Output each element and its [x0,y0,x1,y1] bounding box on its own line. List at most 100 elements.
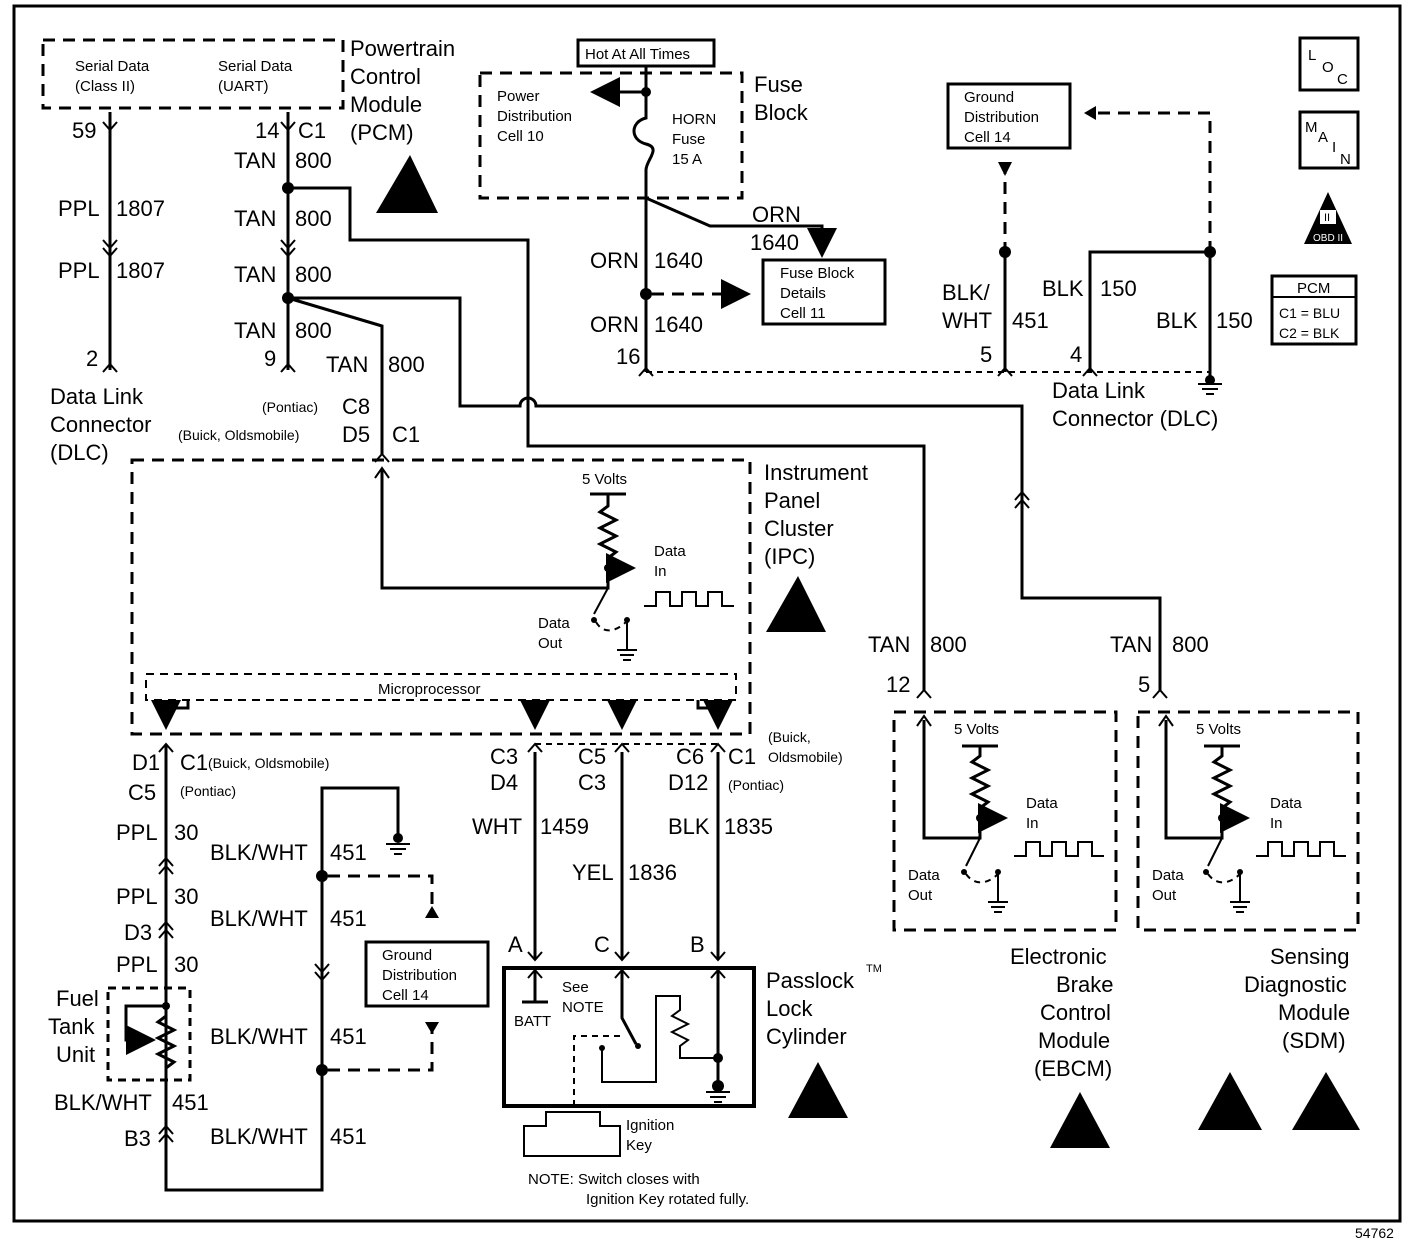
svg-text:C1 = BLU: C1 = BLU [1279,305,1340,321]
svg-text:BLK/: BLK/ [942,280,991,305]
svg-text:Ignition: Ignition [626,1117,674,1134]
svg-text:HORN: HORN [672,111,716,128]
pcm-connector-legend: PCM C1 = BLU C2 = BLK [1270,274,1358,346]
svg-text:D5: D5 [342,422,370,447]
wire-tan-800: TAN 800 TAN 800 TAN 800 TAN 800 9 TAN 80… [234,112,1162,690]
svg-text:Data: Data [538,615,570,632]
svg-text:Brake: Brake [1056,972,1113,997]
svg-text:Block: Block [754,100,809,125]
passlock-module: BATT See NOTE Passlock TM Lock Cylinder … [502,963,882,1208]
svg-text:1836: 1836 [628,860,677,885]
svg-text:Control: Control [350,64,421,89]
svg-text:BATT: BATT [514,1013,551,1030]
svg-text:451: 451 [330,1024,367,1049]
svg-text:Unit: Unit [56,1042,95,1067]
svg-text:C1: C1 [392,422,420,447]
svg-text:C1: C1 [298,118,326,143]
svg-text:1807: 1807 [116,196,165,221]
svg-text:Oldsmobile): Oldsmobile) [768,749,843,765]
svg-text:Tank: Tank [48,1014,95,1039]
svg-text:1835: 1835 [724,814,773,839]
esd-icon [376,155,438,213]
svg-text:TAN: TAN [234,148,276,173]
svg-text:16: 16 [616,344,640,369]
svg-text:Sensing: Sensing [1270,944,1350,969]
svg-text:Data: Data [908,867,940,884]
svg-text:N: N [1340,151,1351,168]
svg-text:D3: D3 [124,920,152,945]
svg-text:C8: C8 [342,394,370,419]
main-icon[interactable]: M A I N [1298,110,1360,170]
svg-text:30: 30 [174,952,198,977]
svg-text:(Buick, Oldsmobile): (Buick, Oldsmobile) [208,755,329,771]
svg-text:Distribution: Distribution [497,108,572,125]
svg-text:Fuse Block: Fuse Block [780,265,855,282]
pcm-serial-class2: Serial Data [75,58,150,75]
svg-text:1640: 1640 [654,312,703,337]
svg-text:5: 5 [980,342,992,367]
svg-text:TAN: TAN [234,206,276,231]
svg-text:D12: D12 [668,770,708,795]
svg-text:C6: C6 [676,744,704,769]
svg-text:C5: C5 [128,780,156,805]
svg-text:O: O [1322,59,1334,76]
svg-text:Panel: Panel [764,488,820,513]
svg-text:Cell 14: Cell 14 [382,987,429,1004]
svg-text:(Pontiac): (Pontiac) [262,399,318,415]
svg-text:Module: Module [350,92,422,117]
dlc-left: Data Link Connector (DLC) [50,384,152,465]
svg-text:TAN: TAN [1110,632,1152,657]
svg-text:BLK/WHT: BLK/WHT [210,1024,308,1049]
svg-text:5 Volts: 5 Volts [954,721,999,738]
fuse-block: Hot At All Times Power Distribution Cell… [478,38,887,372]
svg-text:L: L [1308,47,1316,64]
svg-text:BLK: BLK [1156,308,1198,333]
svg-text:C5: C5 [578,744,606,769]
svg-text:15 A: 15 A [672,151,702,168]
svg-text:C1: C1 [728,744,756,769]
svg-text:PPL: PPL [116,884,158,909]
svg-text:OBD II: OBD II [1313,233,1343,244]
svg-text:C1: C1 [180,750,208,775]
svg-text:A: A [508,932,523,957]
diagram-border [12,4,1402,1223]
svg-text:1459: 1459 [540,814,589,839]
obd-ii-icon: II OBD II [1304,192,1352,244]
svg-text:5 Volts: 5 Volts [582,471,627,488]
svg-text:ORN: ORN [752,202,801,227]
svg-text:5 Volts: 5 Volts [1196,721,1241,738]
svg-text:Electronic: Electronic [1010,944,1107,969]
svg-text:(PCM): (PCM) [350,120,414,145]
airbag-warning-icon [1292,1072,1360,1130]
svg-text:Out: Out [908,887,933,904]
svg-text:See: See [562,979,589,996]
pcm-serial-uart: Serial Data [218,58,293,75]
svg-text:TAN: TAN [234,318,276,343]
svg-text:Ignition Key rotated fully.: Ignition Key rotated fully. [586,1191,749,1208]
lower-left-wiring: D1 C1 (Buick, Oldsmobile) C5 (Pontiac) P… [48,742,490,1192]
svg-text:TAN: TAN [868,632,910,657]
svg-text:Data: Data [654,543,686,560]
svg-text:In: In [1270,815,1283,832]
svg-text:Fuel: Fuel [56,986,99,1011]
svg-text:A: A [1318,129,1328,146]
svg-text:59: 59 [72,118,96,143]
svg-text:Data: Data [1026,795,1058,812]
svg-text:150: 150 [1216,308,1253,333]
svg-text:800: 800 [295,148,332,173]
svg-text:451: 451 [330,840,367,865]
svg-text:(DLC): (DLC) [50,440,109,465]
svg-text:ORN: ORN [590,312,639,337]
svg-text:Cluster: Cluster [764,516,834,541]
svg-text:BLK: BLK [668,814,710,839]
svg-text:B: B [690,932,705,957]
loc-icon[interactable]: L O C [1298,36,1360,92]
svg-text:451: 451 [172,1090,209,1115]
svg-text:800: 800 [295,318,332,343]
ignition-key-icon [523,1111,621,1157]
passlock-note: NOTE: Switch closes with [528,1171,700,1188]
svg-text:(UART): (UART) [218,78,269,95]
svg-text:C3: C3 [490,744,518,769]
svg-text:I: I [1332,139,1336,156]
